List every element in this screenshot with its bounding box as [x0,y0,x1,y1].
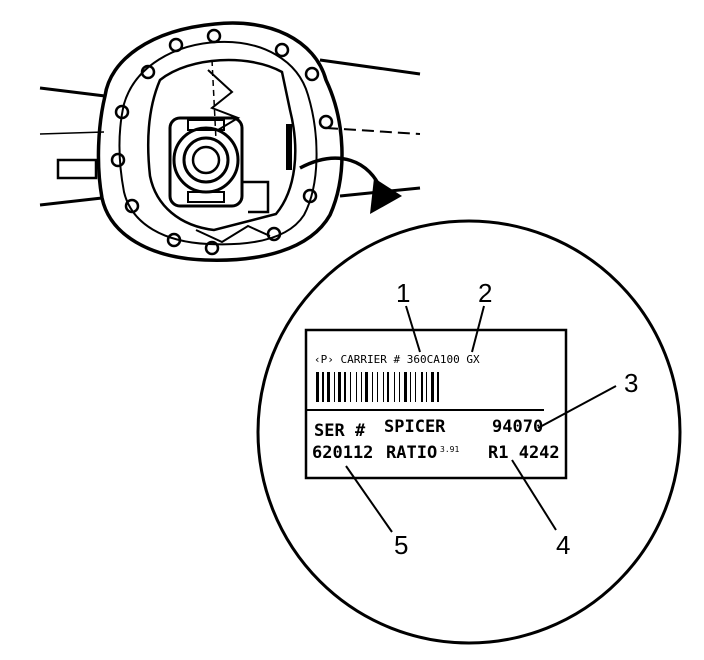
cover-bolt [206,28,222,44]
cover-bolt [166,232,182,248]
tag-ratio-label: RATIO [386,443,437,463]
leader-1 [405,305,421,353]
barcode-bar [387,372,389,402]
barcode-bar [383,372,384,402]
tag-barcode [316,372,439,402]
callout-5: 5 [394,530,408,560]
ring-gear [146,58,297,232]
right-axle-tube-top [319,58,421,76]
zoom-arrow [299,156,402,214]
differential-cover-outline [96,21,344,262]
barcode-bar [421,372,423,402]
barcode-bar [361,372,362,402]
id-tag-plate [304,328,568,480]
pinion-cap-top [187,119,225,131]
magnified-view-circle [256,219,682,645]
tag-ratio-code: R1 4242 [488,443,560,463]
leader-5 [345,465,393,533]
barcode-bar [338,372,341,402]
callout-leaders [345,305,617,533]
tag-maker: SPICER [384,417,446,437]
barcode-bar [356,372,357,402]
left-axle-tube-top [39,86,106,98]
cover-bolt [266,226,282,242]
cover-bolt [274,42,290,58]
cover-bolt [114,104,130,120]
axle-housing [39,21,421,262]
ring-gear-teeth-lower [195,224,271,244]
barcode-bar [372,372,373,402]
zoom-arrow-head [370,178,402,214]
barcode-bar [322,372,324,402]
barcode-bar [350,372,351,402]
callout-3: 3 [624,368,638,398]
tag-ratio-value: 3.91 [440,445,459,454]
pinion-nut [191,145,221,175]
cover-bolt [140,64,156,80]
barcode-bar [365,372,368,402]
cover-bolt [304,66,320,82]
leader-3 [537,385,617,429]
cover-bolts [110,28,334,256]
tag-carrier-line: ‹P› CARRIER # 360CA100 GX [314,353,480,366]
barcode-bar [404,372,407,402]
barcode-bar [399,372,400,402]
callout-numbers: 1 2 3 4 5 [394,278,638,560]
tag-part-code: 94070 [492,417,543,437]
tag-serial: 620112 [312,443,373,463]
right-axle-tube-centerline [325,127,421,135]
cover-bolt [204,240,220,256]
barcode-bar [316,372,319,402]
pinion-housing [168,116,244,208]
hidden-line [211,59,217,141]
cover-bolt [110,152,126,168]
pinion-cap-bottom [187,191,225,203]
barcode-bar [426,372,427,402]
callout-2: 2 [478,278,492,308]
barcode-bar [344,372,346,402]
barcode-bar [415,372,416,402]
id-tag: ‹P› CARRIER # 360CA100 GX SER # SPICER 9… [304,328,568,480]
label-location-marker [286,124,292,170]
callout-4: 4 [556,530,570,560]
leader-4 [511,459,557,531]
left-axle-tube-bottom [39,196,103,207]
left-axle-tube-mid [39,131,105,135]
ring-gear-teeth [207,69,241,131]
barcode-bar [410,372,411,402]
barcode-bar [394,372,395,402]
barcode-bar [377,372,378,402]
carrier-bracket [242,180,270,214]
tag-ser-label: SER # [314,421,366,441]
cover-bolt [318,114,334,130]
pinion-yoke [182,136,230,184]
cover-bolt [124,198,140,214]
axle-tube-tag-slot [56,158,98,180]
barcode-bar [327,372,330,402]
barcode-bar [431,372,434,402]
callout-1: 1 [396,278,410,308]
barcode-bar [437,372,439,402]
leader-2 [471,305,485,353]
cover-bolt [302,188,318,204]
cover-bolt [168,37,184,53]
barcode-bar [334,372,335,402]
